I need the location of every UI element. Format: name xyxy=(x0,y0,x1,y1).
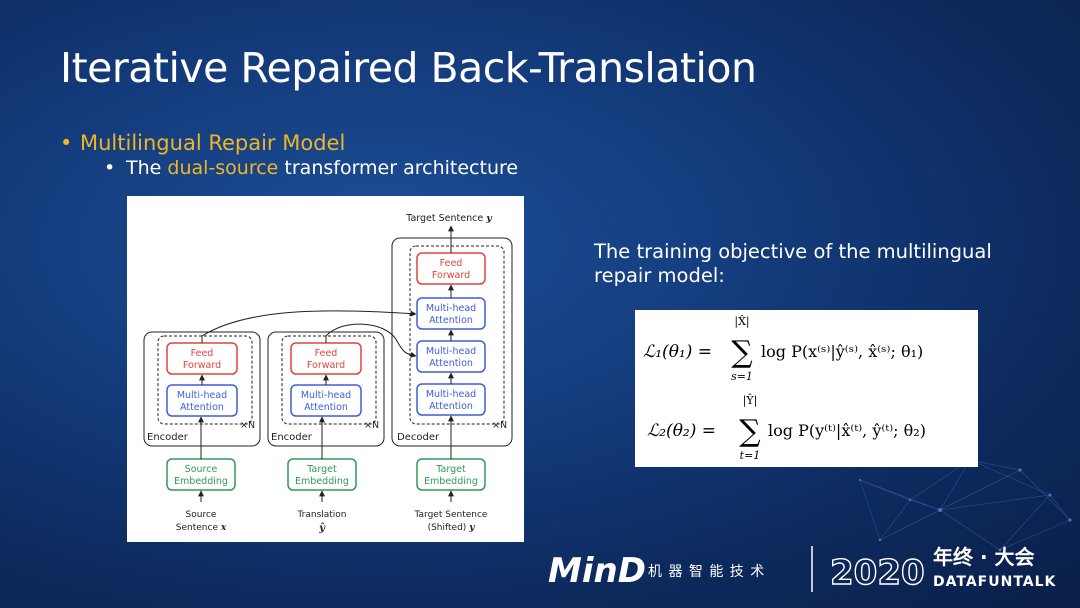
eq2-upper: |Ŷ| xyxy=(743,393,758,408)
decoder-feed-forward-line1: Feed xyxy=(440,258,463,269)
decoder-stack xyxy=(391,237,513,447)
source-embedding-line2: Embedding xyxy=(174,476,228,487)
bullet-dot: • xyxy=(104,157,116,179)
encoder1-stack xyxy=(143,331,261,447)
encoder1-attention-line2: Attention xyxy=(180,402,224,413)
encoder1-feed-forward-line1: Feed xyxy=(191,348,214,359)
bullet-level1-text: Multilingual Repair Model xyxy=(80,131,346,155)
input3-line1: Target Sentence xyxy=(414,510,488,520)
bullet-level2-highlight: dual-source xyxy=(167,157,279,179)
bullet-level2-prefix: The xyxy=(126,157,168,179)
bullet-level1: • Multilingual Repair Model xyxy=(60,131,345,155)
eq2-sum: ∑ xyxy=(739,414,761,449)
slide-title: Iterative Repaired Back-Translation xyxy=(60,44,757,92)
target-embedding-2-line2: Embedding xyxy=(424,476,478,487)
encoder2-layer xyxy=(281,335,377,425)
encoder2-feed-forward-line1: Feed xyxy=(315,348,338,359)
decoder-layer xyxy=(409,245,505,425)
footer-chinese-text: 机 器 智 能 技 术 xyxy=(648,564,765,580)
encoder2-stack xyxy=(267,331,385,447)
decoder-feed-forward-line2: Forward xyxy=(432,270,470,281)
input3-line2: (Shifted) y xyxy=(428,523,476,533)
eq1-lower: s=1 xyxy=(731,370,753,383)
equations-box: ℒ₁(θ₁) = |X̂| ∑ s=1 log P(x⁽ˢ⁾|ŷ⁽ˢ⁾, x̂⁽… xyxy=(635,310,978,467)
target-embedding-1-line1: Target xyxy=(306,464,337,475)
decoder-times-n: ×N xyxy=(492,420,507,431)
target-output-label: Target Sentence y xyxy=(405,213,493,224)
decoder-attention-1-line2: Attention xyxy=(429,401,473,412)
decoder-attention-1-line1: Multi-head xyxy=(426,389,476,400)
encoder2-feed-forward-line2: Forward xyxy=(307,360,345,371)
mind-logo: MinD xyxy=(548,551,646,591)
eq1-body: log P(x⁽ˢ⁾|ŷ⁽ˢ⁾, x̂⁽ˢ⁾; θ₁) xyxy=(761,342,923,361)
bullet-level2: • The dual-source transformer architectur… xyxy=(104,157,518,179)
objective-text: The training objective of the multilingu… xyxy=(594,240,992,287)
input2-line1: Translation xyxy=(296,510,346,520)
eq2-body: log P(y⁽ᵗ⁾|x̂⁽ᵗ⁾, ŷ⁽ᵗ⁾; θ₂) xyxy=(768,421,926,440)
target-embedding-2-line1: Target xyxy=(435,464,466,475)
encoder1-times-n: ×N xyxy=(240,420,255,431)
encoder2-label: Encoder xyxy=(271,432,313,443)
eq1-upper: |X̂| xyxy=(734,315,749,329)
footer-year-suffix: 年终 · 大会 xyxy=(933,545,1035,569)
decoder-attention-3-line1: Multi-head xyxy=(426,303,476,314)
source-embedding-line1: Source xyxy=(185,464,218,475)
input1-line2: Sentence x xyxy=(176,523,227,533)
encoder1-feed-forward-line2: Forward xyxy=(183,360,221,371)
decoder-attention-2-line2: Attention xyxy=(429,358,473,369)
footer-branding: MinD 机 器 智 能 技 术 2020 年终 · 大会 DATAFUNTAL… xyxy=(540,540,1080,600)
encoder1-attention-line1: Multi-head xyxy=(177,390,227,401)
bullet-level2-suffix: transformer architecture xyxy=(278,157,519,179)
encoder1-label: Encoder xyxy=(147,432,189,443)
decoder-attention-3-line2: Attention xyxy=(429,315,473,326)
eq2-lhs: ℒ₂(θ₂) = xyxy=(647,421,716,441)
bullet-dot: • xyxy=(60,131,73,155)
footer-brand: DATAFUNTALK xyxy=(933,574,1057,590)
input2-var: ŷ xyxy=(318,523,326,534)
encoder1-layer xyxy=(157,335,253,425)
encoder2-attention-line1: Multi-head xyxy=(301,390,351,401)
eq2-lower: t=1 xyxy=(740,449,761,462)
encoder2-times-n: ×N xyxy=(364,420,379,431)
encoder2-attention-line2: Attention xyxy=(304,402,348,413)
architecture-figure: Target Sentence y Feed Forward Multi-hea… xyxy=(127,196,524,542)
eq1-sum: ∑ xyxy=(731,335,753,370)
target-embedding-1-line2: Embedding xyxy=(295,476,349,487)
eq1-lhs: ℒ₁(θ₁) = xyxy=(643,342,712,362)
footer-year: 2020 xyxy=(830,553,925,593)
decoder-attention-2-line1: Multi-head xyxy=(426,346,476,357)
decoder-label: Decoder xyxy=(397,432,440,443)
input1-line1: Source xyxy=(186,510,217,520)
